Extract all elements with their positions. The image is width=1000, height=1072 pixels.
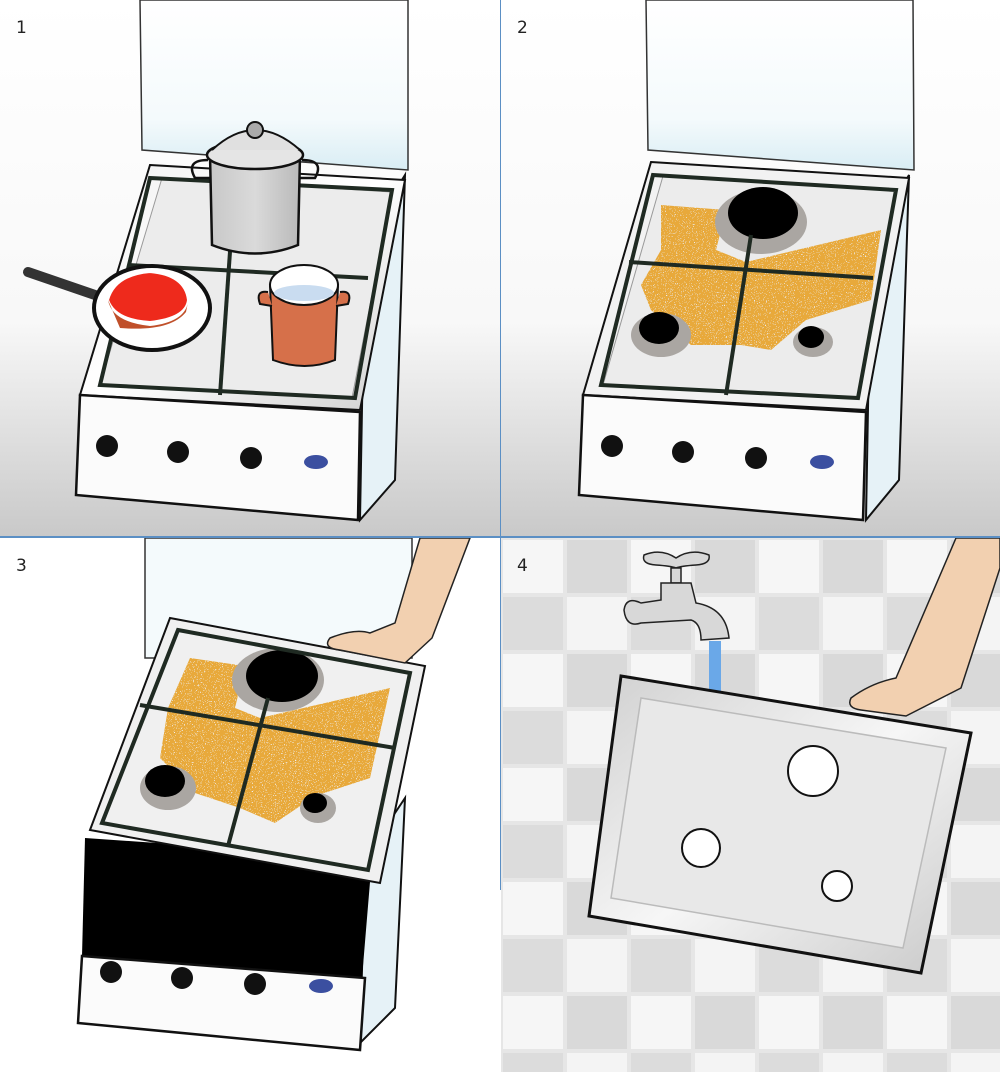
horizontal-divider <box>0 536 1000 538</box>
panel-step-2: 2 <box>501 0 1000 536</box>
step-number: 1 <box>16 18 27 38</box>
panel-step-3: 3 <box>0 538 500 1072</box>
step-number: 3 <box>16 556 27 576</box>
step-number: 2 <box>517 18 528 38</box>
stove-cooking-illustration <box>0 0 500 536</box>
vertical-divider <box>500 0 501 890</box>
panel-step-4: 4 <box>501 538 1000 1072</box>
panel-step-1: 1 <box>0 0 500 536</box>
greasy-stove-illustration <box>501 0 1000 536</box>
lifting-top-plate-illustration <box>0 538 500 1072</box>
rinsing-plate-illustration <box>501 538 1000 1072</box>
step-number: 4 <box>517 556 528 576</box>
